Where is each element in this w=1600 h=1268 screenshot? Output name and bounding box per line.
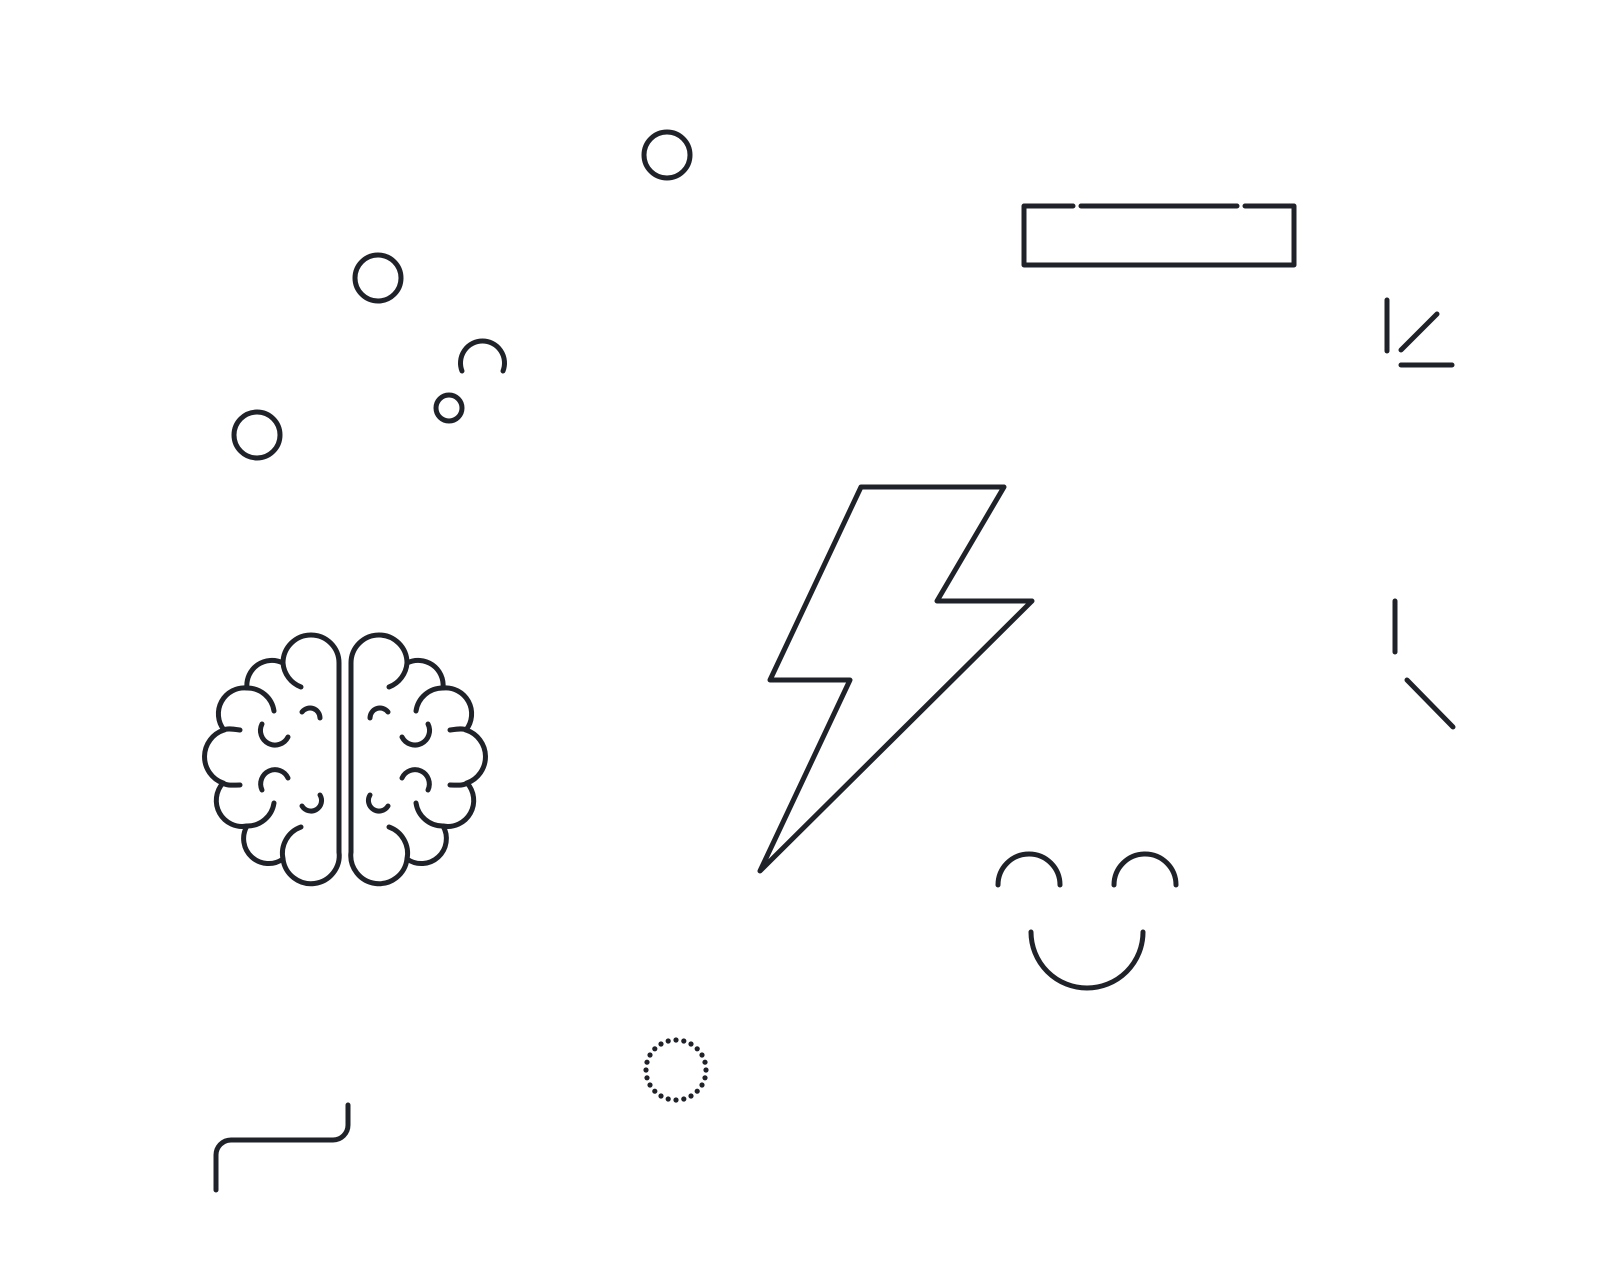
dot [658,1041,664,1047]
dot [699,1052,705,1058]
dot [694,1088,700,1094]
dot [647,1052,653,1058]
dot [644,1075,650,1081]
bubble-circle [433,392,465,424]
dot [665,1038,671,1044]
lightning-bolt-icon [757,484,1035,874]
dot [652,1088,658,1094]
dot [643,1067,649,1073]
dot [702,1075,708,1081]
smiley-eye [995,851,1063,888]
bubbles-icon [231,129,693,461]
bubble-circle [231,409,283,461]
dot [658,1093,664,1099]
bubble-circle [352,252,404,304]
dot [703,1067,709,1073]
dot [681,1096,687,1102]
dot [702,1059,708,1065]
brain-icon [202,632,488,887]
smiley-mouth [1028,929,1146,991]
dot [688,1093,694,1099]
dot [665,1096,671,1102]
dot [694,1046,700,1052]
smiley-face-icon [995,851,1179,991]
sparkle-lines-icon [1384,297,1455,368]
sparkle-lines-icon [1392,598,1456,730]
bracket-line-icon [213,1102,351,1193]
rectangle-frame-icon [1021,203,1297,268]
bubble-circle [641,129,693,181]
dot [673,1097,679,1103]
dot [681,1038,687,1044]
dot [644,1059,650,1065]
dotted-circle-icon [643,1037,709,1103]
dot [652,1046,658,1052]
dot [699,1082,705,1088]
dot [673,1037,679,1043]
dot [688,1041,694,1047]
dot [647,1082,653,1088]
bubble-arc [458,338,507,374]
smiley-eye [1111,851,1179,888]
